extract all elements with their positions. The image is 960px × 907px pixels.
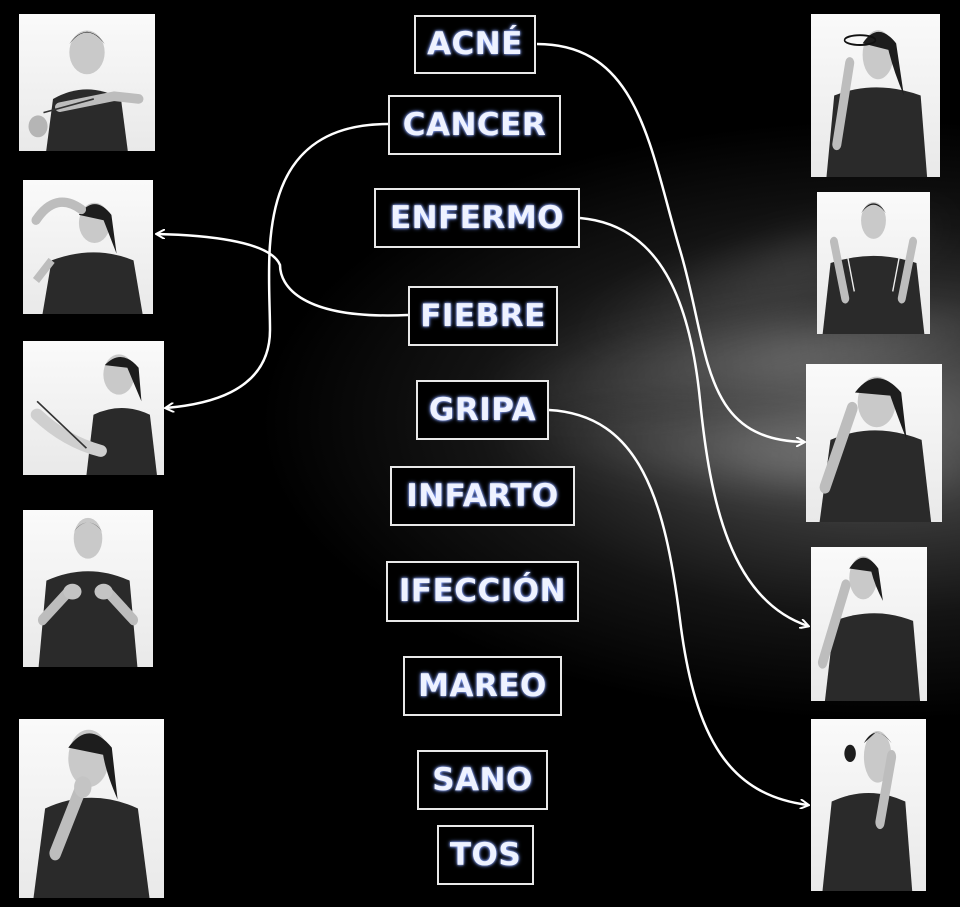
signer-figure-icon <box>28 30 144 151</box>
signer-figure-icon <box>817 556 921 701</box>
sign-photo-left-4 <box>23 510 153 667</box>
signer-figure-icon <box>31 197 143 314</box>
word-cancer[interactable]: CANCER <box>388 95 561 155</box>
sign-photo-left-2 <box>23 180 153 314</box>
sign-photo-right-3 <box>806 364 942 522</box>
sign-photo-right-4 <box>811 547 927 701</box>
signer-figure-icon <box>826 30 928 177</box>
signer-figure-icon <box>30 354 157 475</box>
sign-photo-right-5 <box>811 719 926 891</box>
arrow-fiebre <box>157 234 409 317</box>
word-tos[interactable]: TOS <box>437 825 534 885</box>
signer-figure-icon <box>33 729 150 898</box>
signer-figure-icon <box>822 731 913 891</box>
word-infarto[interactable]: INFARTO <box>390 466 575 526</box>
word-acne[interactable]: ACNÉ <box>414 15 536 74</box>
sign-photo-left-1 <box>19 14 155 151</box>
arrow-cancer <box>166 122 389 408</box>
sign-photo-right-2 <box>817 192 930 334</box>
sign-photo-left-5 <box>19 719 164 898</box>
word-gripa[interactable]: GRIPA <box>416 380 549 440</box>
sign-photo-left-3 <box>23 341 164 475</box>
word-enfermo[interactable]: ENFERMO <box>374 188 580 248</box>
word-ifeccion[interactable]: IFECCIÓN <box>386 561 579 622</box>
word-fiebre[interactable]: FIEBRE <box>408 286 558 346</box>
sign-photo-right-1 <box>811 14 940 177</box>
signer-figure-icon <box>819 376 932 522</box>
word-mareo[interactable]: MAREO <box>403 656 562 716</box>
word-sano[interactable]: SANO <box>417 750 548 810</box>
signer-figure-icon <box>822 201 925 334</box>
signer-figure-icon <box>37 517 139 667</box>
